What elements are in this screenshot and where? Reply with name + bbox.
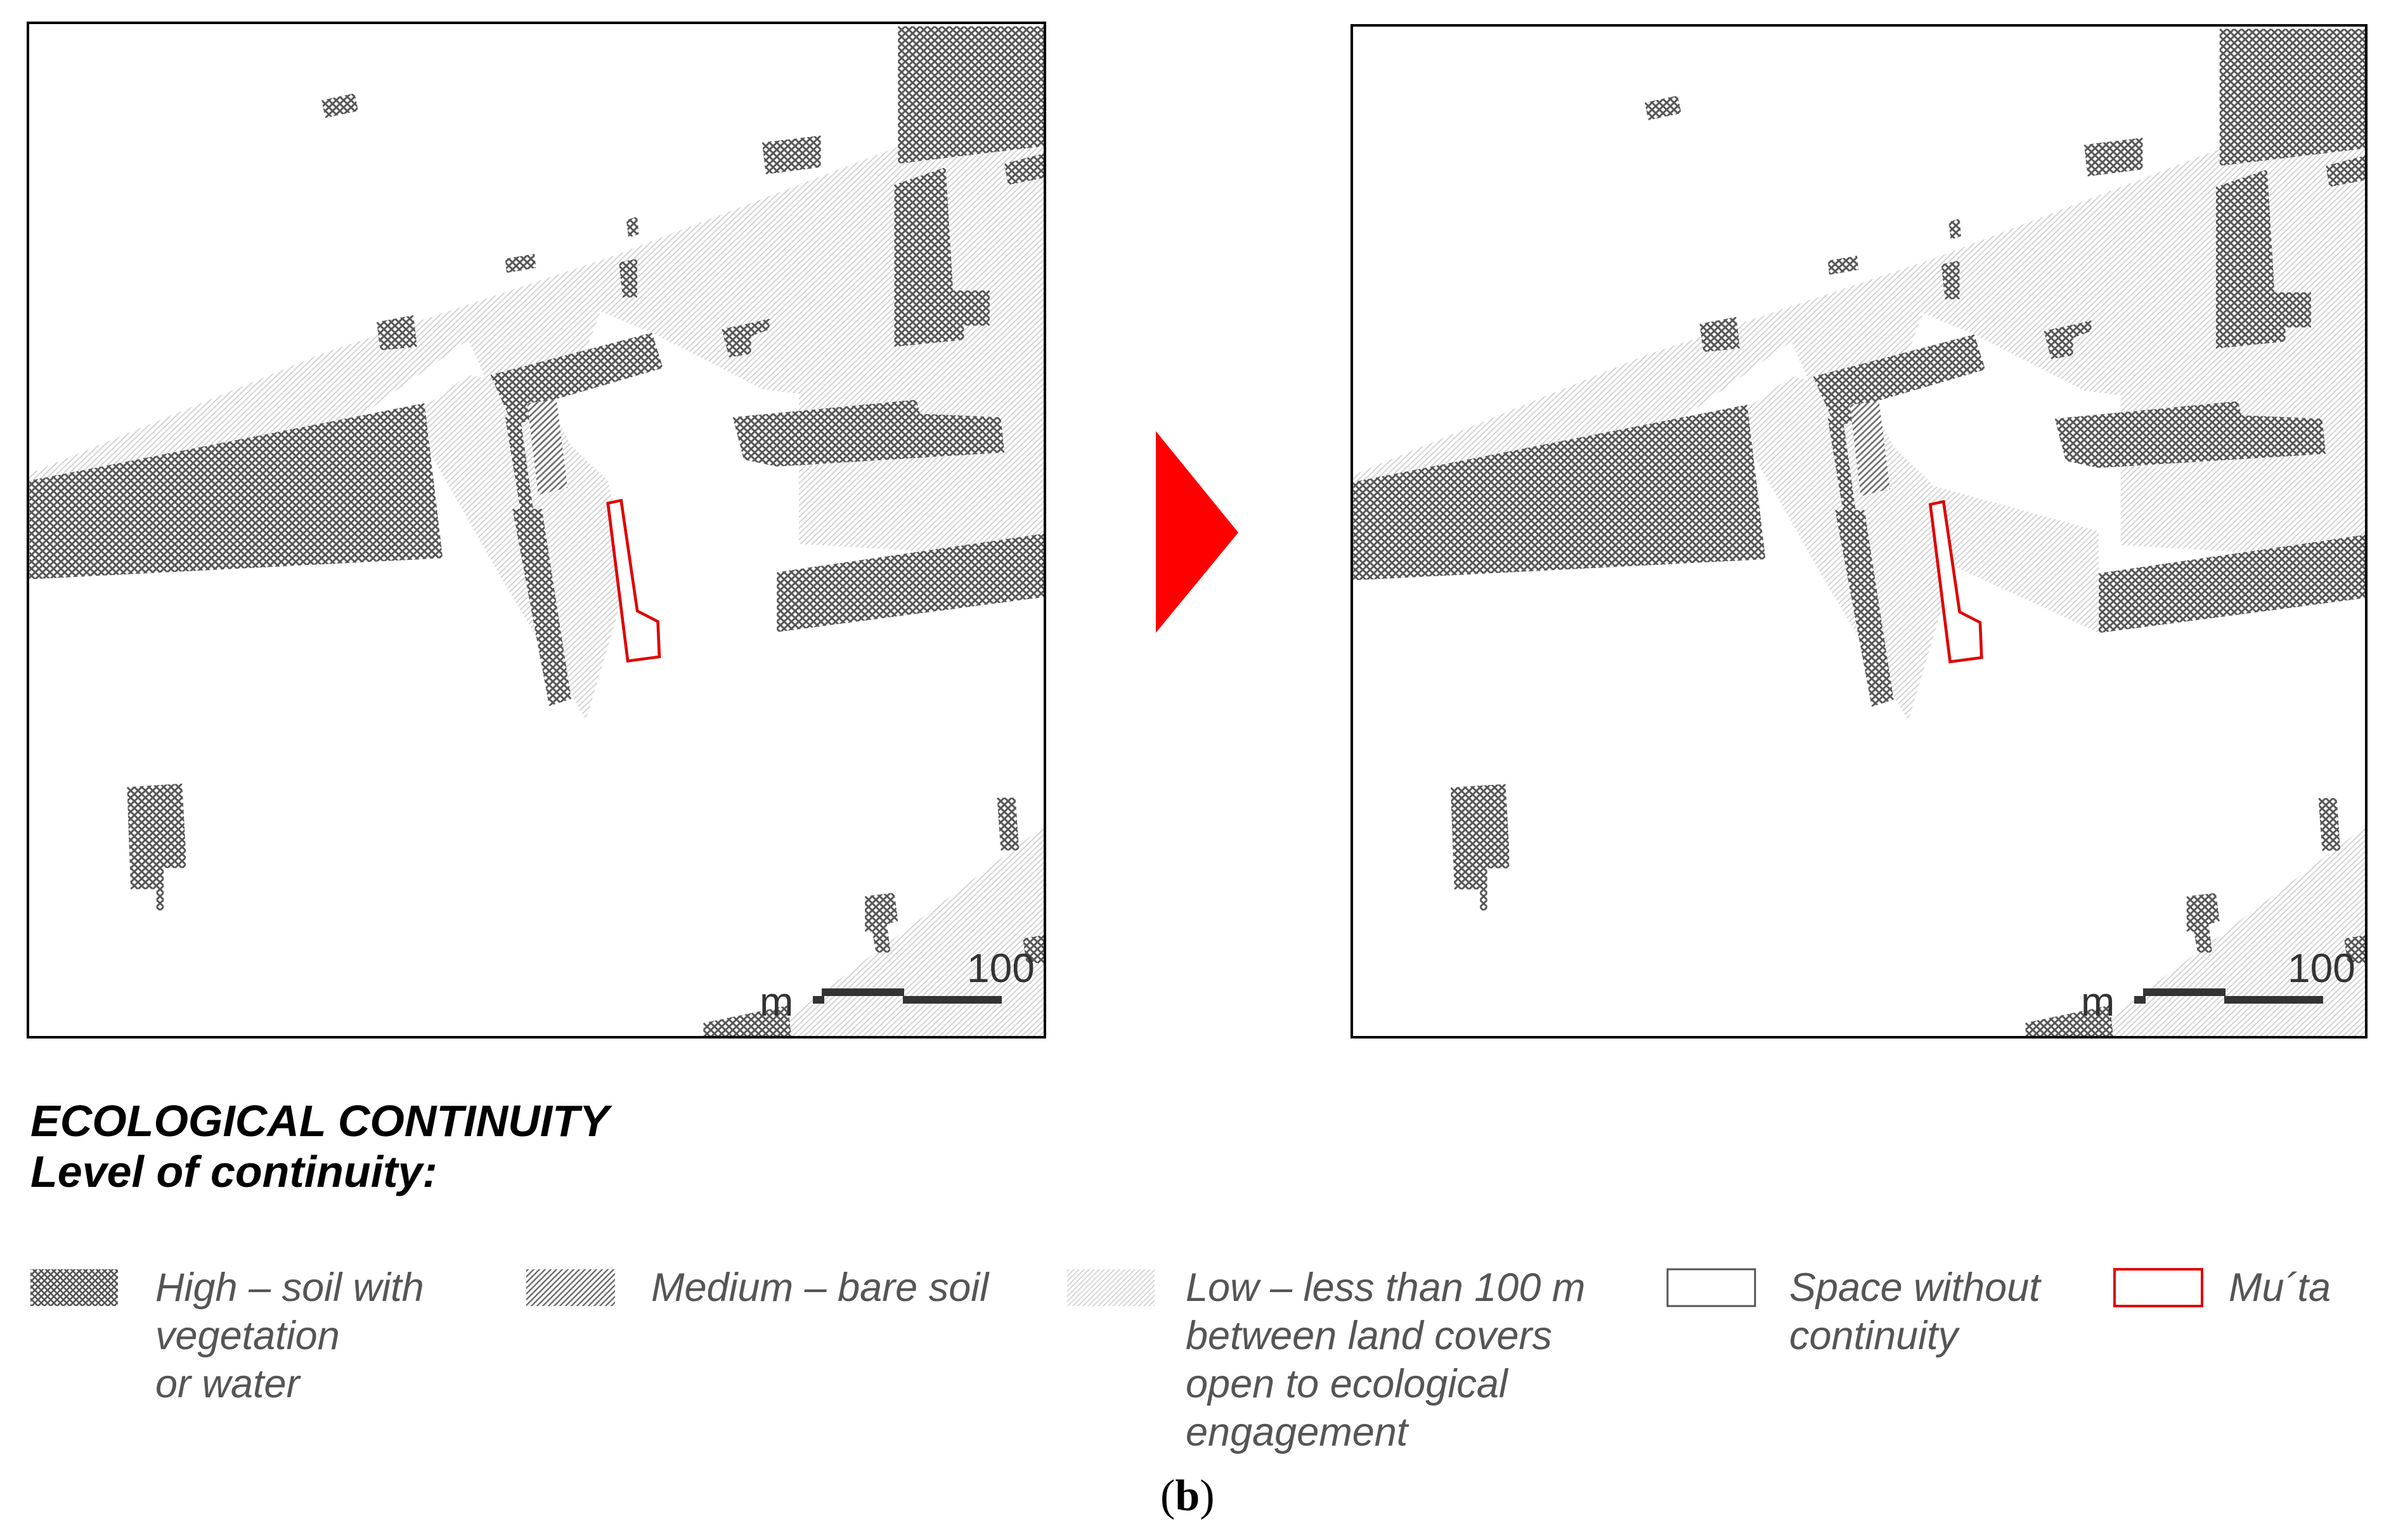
transition-arrow-icon xyxy=(1156,431,1238,633)
scale-value-label: 100 xyxy=(967,945,1035,991)
figure-caption: (b) xyxy=(1160,1472,1215,1520)
scale-unit-label-after: m xyxy=(2081,979,2115,1025)
legend-label-empty: Space without continuity xyxy=(1789,1265,2040,1358)
mu-ta-site-outline xyxy=(606,498,661,663)
scale-value-label-after: 100 xyxy=(2288,945,2355,991)
legend-title: ECOLOGICAL CONTINUITY xyxy=(30,1096,609,1146)
figure-caption-letter: b xyxy=(1175,1472,1200,1520)
scale-bar xyxy=(813,988,1002,1004)
legend-swatch-mu-ta xyxy=(2113,1268,2203,1307)
legend-swatch-medium xyxy=(526,1269,615,1306)
scale-bar-after xyxy=(2134,988,2323,1004)
legend-label-medium: Medium – bare soil xyxy=(651,1265,989,1310)
map-panel-before xyxy=(27,22,1046,1039)
legend-label-mu-ta: Mu´ta xyxy=(2229,1265,2331,1310)
legend-label-low: Low – less than 100 m between land cover… xyxy=(1186,1265,1586,1454)
mu-ta-site-outline-after xyxy=(1928,500,1983,664)
scale-unit-label: m xyxy=(760,979,794,1025)
legend-swatch-high xyxy=(30,1269,118,1306)
legend-swatch-low xyxy=(1067,1269,1155,1306)
map-panel-after xyxy=(1351,24,2368,1039)
legend-label-high: High – soil with vegetation or water xyxy=(155,1265,424,1406)
legend-swatch-empty xyxy=(1666,1268,1756,1307)
legend-subtitle: Level of continuity: xyxy=(30,1147,437,1196)
